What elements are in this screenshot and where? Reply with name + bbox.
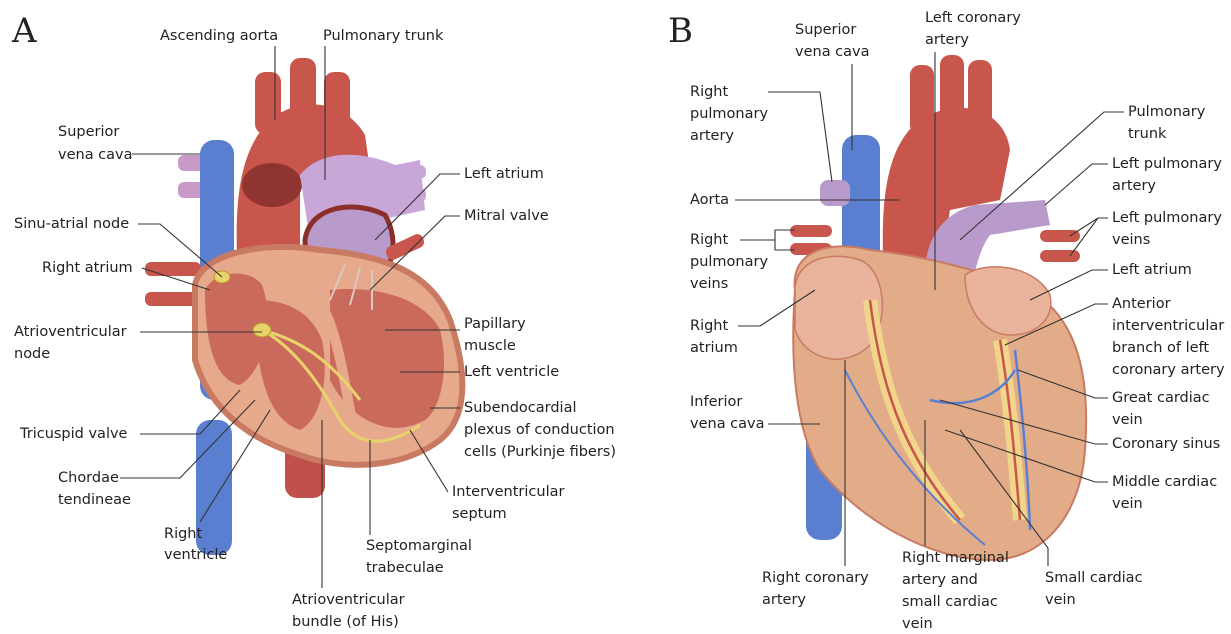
label-b-gcv-line2: vein [1112,412,1143,428]
label-septomarg-line1: Septomarginal [366,538,472,554]
label-b-rma-line1: Right marginal [902,550,1009,566]
label-b-svc-line2: vena cava [795,44,870,60]
label-septomarg-line2: trabeculae [366,560,444,576]
label-papillary-line1: Papillary [464,316,526,332]
label-b-rma-line2: artery and [902,572,978,588]
label-av-node-line2: node [14,346,50,362]
label-b-gcv-line1: Great cardiac [1112,390,1210,406]
av-node-shape [253,323,271,337]
label-b-lca-line1: Left coronary [925,10,1021,26]
label-b-lca-line2: artery [925,32,969,48]
label-b-la: Left atrium [1112,262,1192,278]
label-chordae-line1: Chordae [58,470,119,486]
label-bundle-line2: bundle (of His) [292,614,399,630]
label-b-lpv-line2: veins [1112,232,1150,248]
label-b-rca-line1: Right coronary [762,570,869,586]
label-av-node-line1: Atrioventricular [14,324,127,340]
label-ivs-line1: Interventricular [452,484,564,500]
label-b-rca-line2: artery [762,592,806,608]
label-b-rpv-line1: Right [690,232,728,248]
label-b-lpa-line1: Left pulmonary [1112,156,1222,172]
label-right-ventricle-line2: ventricle [164,547,227,563]
label-sinoatrial-node: Sinu-atrial node [14,216,129,232]
label-papillary-line2: muscle [464,338,516,354]
label-b-rpa-line2: pulmonary [690,106,768,122]
label-b-mcv-line2: vein [1112,496,1143,512]
label-b-aiv-line4: coronary artery [1112,362,1225,378]
label-b-ivc-line2: vena cava [690,416,765,432]
label-b-scv-line1: Small cardiac [1045,570,1143,586]
label-pulmonary-trunk: Pulmonary trunk [323,28,444,44]
label-svc-line1: Superior [58,124,119,140]
label-b-rpv-line2: pulmonary [690,254,768,270]
label-subendo-line1: Subendocardial [464,400,577,416]
label-b-pt-line2: trunk [1128,126,1167,142]
label-b-rpa-line1: Right [690,84,728,100]
label-svc-line2: vena cava [58,147,133,163]
label-b-aiv-line2: interventricular [1112,318,1224,334]
label-b-ra-line1: Right [690,318,728,334]
label-b-pt-line1: Pulmonary [1128,104,1206,120]
label-b-rma-line3: small cardiac [902,594,998,610]
label-tricuspid: Tricuspid valve [19,426,128,442]
panel-b: B [668,10,1225,632]
label-bundle-line1: Atrioventricular [292,592,405,608]
label-b-lpv-line1: Left pulmonary [1112,210,1222,226]
panel-a-heart-illustration [145,58,462,555]
label-ascending-aorta: Ascending aorta [160,28,278,44]
label-b-ivc-line1: Inferior [690,394,742,410]
label-ivs-line2: septum [452,506,507,522]
label-subendo-line3: cells (Purkinje fibers) [464,444,616,460]
panel-b-letter: B [668,11,693,51]
b-left-pulmonary-vein-1 [1040,230,1080,242]
label-b-aiv-line3: branch of left [1112,340,1209,356]
leader-b-rpa [768,92,832,182]
label-b-rpa-line3: artery [690,128,734,144]
b-right-pulmonary-artery-stub [820,180,850,206]
label-b-cs: Coronary sinus [1112,436,1220,452]
b-left-pulmonary-vein-2 [1040,250,1080,262]
label-b-mcv-line1: Middle cardiac [1112,474,1217,490]
label-b-scv-line2: vein [1045,592,1076,608]
panel-b-heart-illustration [790,55,1086,560]
leader-b-rpv [740,230,795,250]
label-b-lpa-line2: artery [1112,178,1156,194]
label-b-aiv-line1: Anterior [1112,296,1171,312]
label-left-ventricle: Left ventricle [464,364,559,380]
label-chordae-line2: tendineae [58,492,131,508]
label-mitral-valve: Mitral valve [464,208,549,224]
panel-a-letter: A [11,11,37,51]
aorta-lumen [242,163,302,207]
right-pulmonary-artery-stub [145,262,201,276]
label-right-ventricle-line1: Right [164,526,202,542]
b-right-pulmonary-vein-1 [790,225,832,237]
label-left-atrium: Left atrium [464,166,544,182]
label-b-svc-line1: Superior [795,22,856,38]
pulmonary-artery-branch-2 [390,188,426,202]
panel-a: A [11,11,616,630]
pulmonary-artery-branch-1 [390,165,426,179]
label-b-ra-line2: atrium [690,340,738,356]
label-right-atrium: Right atrium [42,260,133,276]
leader-b-lpa [1045,164,1108,205]
label-b-rma-line4: vein [902,616,933,632]
label-b-rpv-line3: veins [690,276,728,292]
label-subendo-line2: plexus of conduction [464,422,615,438]
label-b-aorta: Aorta [690,192,729,208]
